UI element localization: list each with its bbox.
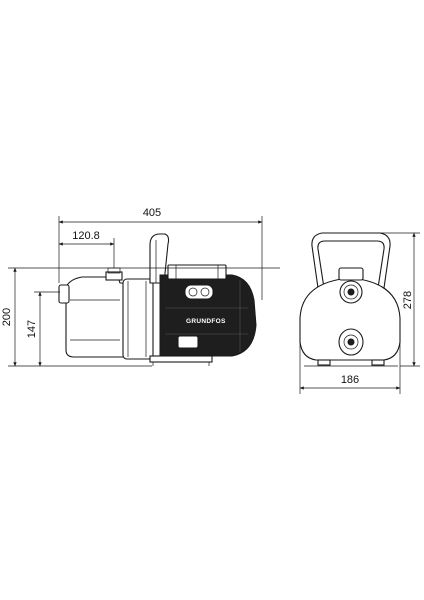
- side-view: GRUNDFOS: [58, 233, 257, 366]
- dim-inlet-height: 147: [26, 320, 38, 338]
- dimension-lines: 405 120.8 200 147 186 278: [1, 207, 420, 394]
- dim-inlet-offset: 120.8: [72, 230, 100, 242]
- switch-box: [184, 284, 214, 300]
- front-body: [299, 277, 401, 361]
- brand-logo: GRUNDFOS: [186, 318, 226, 325]
- dim-width: 186: [341, 374, 359, 386]
- pump-flange: [122, 278, 154, 360]
- terminal-box: [167, 264, 227, 280]
- inlet-spigot: [58, 284, 70, 304]
- base-foot: [149, 355, 213, 363]
- front-foot-right: [371, 359, 385, 366]
- dim-overall-length: 405: [143, 207, 161, 219]
- front-foot-left: [317, 359, 331, 366]
- carry-handle: [149, 233, 170, 284]
- dim-height-with-handle: 278: [402, 291, 414, 309]
- outlet-boss: [105, 271, 123, 281]
- front-view: [299, 232, 401, 367]
- dim-height: 200: [1, 308, 13, 326]
- cable-gland: [177, 335, 199, 349]
